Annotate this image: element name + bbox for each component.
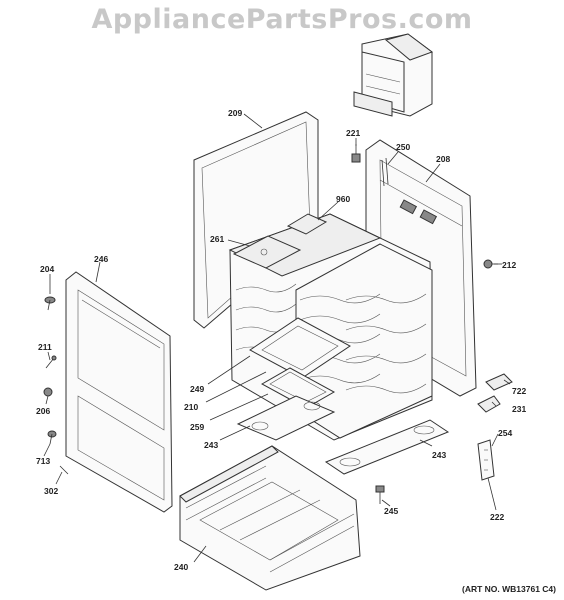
fastener-204-part xyxy=(44,296,56,311)
callout-302: 302 xyxy=(44,486,58,496)
art-number: (ART NO. WB13761 C4) xyxy=(462,584,556,594)
callout-246: 246 xyxy=(94,254,108,264)
clip-part xyxy=(351,144,361,163)
strip-part xyxy=(381,157,389,187)
door-liner-part xyxy=(249,317,351,379)
callout-221: 221 xyxy=(346,128,360,138)
callout-243-left: 243 xyxy=(204,440,218,450)
callout-960: 960 xyxy=(336,194,350,204)
callout-210: 210 xyxy=(184,402,198,412)
callout-250: 250 xyxy=(396,142,410,152)
callout-240: 240 xyxy=(174,562,188,572)
rod-302-part xyxy=(59,465,69,475)
callout-206: 206 xyxy=(36,406,50,416)
bracket-231-part xyxy=(477,395,501,413)
hinge-part xyxy=(477,439,495,481)
callout-209: 209 xyxy=(228,108,242,118)
callout-713: 713 xyxy=(36,456,50,466)
side-panel-part xyxy=(65,271,173,513)
leader-lines xyxy=(43,113,511,563)
callout-labels: 209 221 250 208 960 261 212 204 246 211 … xyxy=(36,108,526,572)
callout-222: 222 xyxy=(490,512,504,522)
top-bracket-part xyxy=(232,235,302,269)
bracket-722-part xyxy=(485,373,513,391)
callout-212: 212 xyxy=(502,260,516,270)
callout-211: 211 xyxy=(38,342,52,352)
cover-part xyxy=(286,213,328,235)
callout-243-right: 243 xyxy=(432,450,446,460)
callout-254: 254 xyxy=(498,428,512,438)
watermark-text: AppliancePartsPros.com xyxy=(91,4,473,35)
callout-261: 261 xyxy=(210,234,224,244)
fastener-206-part xyxy=(43,387,53,397)
fastener-713-part xyxy=(47,430,57,445)
callout-208: 208 xyxy=(436,154,450,164)
drip-tray-left-part xyxy=(236,395,336,441)
drawer-part xyxy=(179,445,361,591)
callout-722: 722 xyxy=(512,386,526,396)
fastener-211-part xyxy=(45,355,57,369)
callout-259: 259 xyxy=(190,422,204,432)
callout-245: 245 xyxy=(384,506,398,516)
callout-204: 204 xyxy=(40,264,54,274)
leveling-leg-part xyxy=(375,485,385,504)
callout-249: 249 xyxy=(190,384,204,394)
callout-231: 231 xyxy=(512,404,526,414)
drip-tray-right-part xyxy=(324,419,450,475)
screw-212-part xyxy=(483,259,502,269)
vent-duct-part xyxy=(353,33,434,117)
